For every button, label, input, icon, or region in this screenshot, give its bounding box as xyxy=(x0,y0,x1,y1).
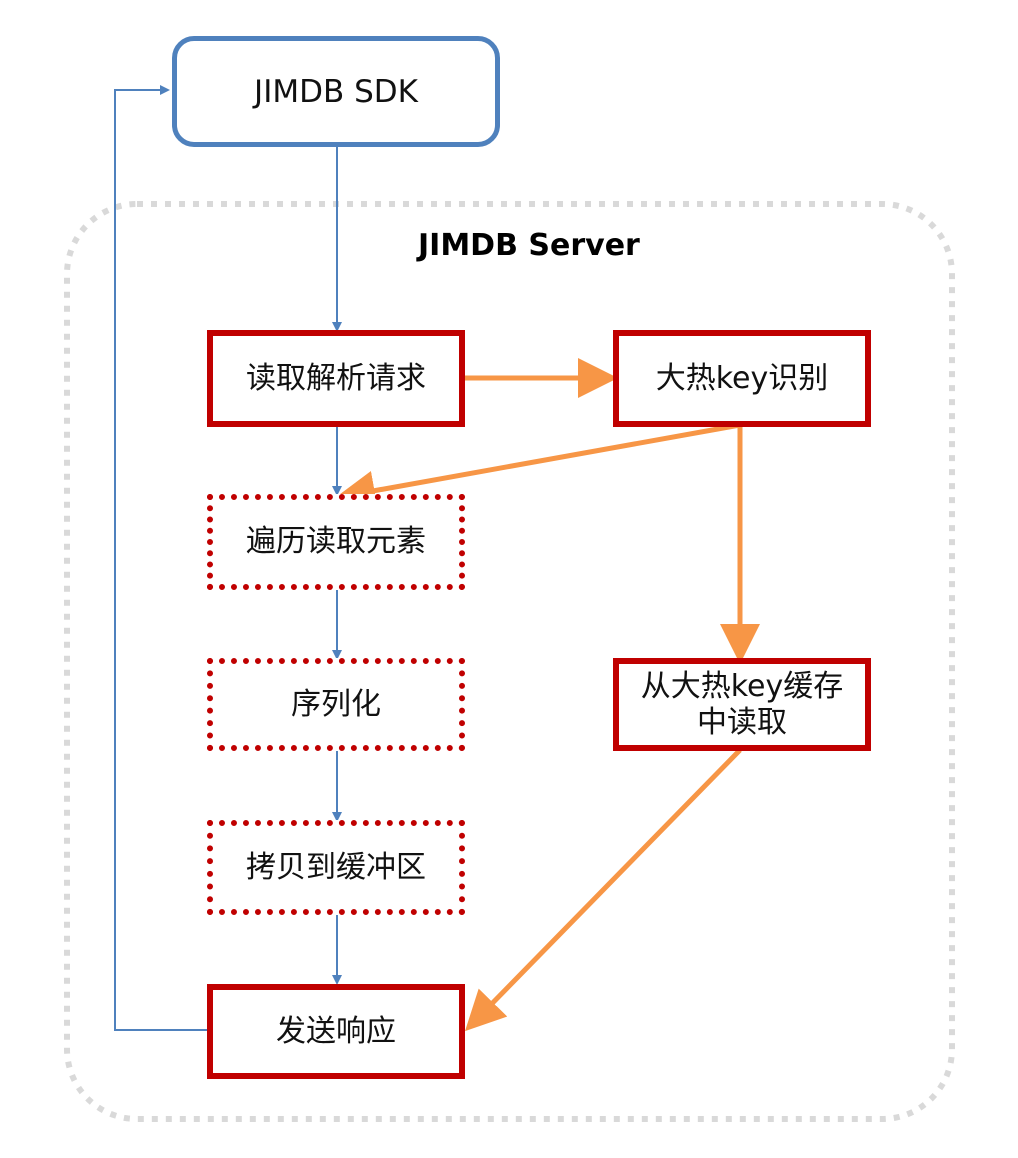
node-hotkey-detect-label: 大热key识别 xyxy=(655,360,829,396)
node-copy-to-buffer-label: 拷贝到缓冲区 xyxy=(246,849,426,885)
sdk-node: JIMDB SDK xyxy=(172,36,500,147)
sdk-label: JIMDB SDK xyxy=(254,73,418,110)
node-send-response-label: 发送响应 xyxy=(276,1013,396,1049)
node-read-hotkey-cache-label-line1: 从大热key缓存 xyxy=(640,668,844,704)
node-parse-request: 读取解析请求 xyxy=(207,330,465,427)
server-title: JIMDB Server xyxy=(418,228,640,263)
node-parse-request-label: 读取解析请求 xyxy=(246,360,426,396)
node-iterate-elements-label: 遍历读取元素 xyxy=(246,524,426,559)
node-hotkey-detect: 大热key识别 xyxy=(613,330,871,427)
node-copy-to-buffer: 拷贝到缓冲区 xyxy=(207,820,465,915)
node-iterate-elements: 遍历读取元素 xyxy=(207,494,465,590)
arrow-send-to-sdk xyxy=(114,85,208,1031)
node-read-hotkey-cache-label-line2: 中读取 xyxy=(697,704,787,740)
arrow-cache-to-send xyxy=(465,748,742,1032)
node-serialize: 序列化 xyxy=(207,658,465,751)
node-read-hotkey-cache: 从大热key缓存 中读取 xyxy=(613,658,871,751)
node-serialize-label: 序列化 xyxy=(291,686,381,722)
node-send-response: 发送响应 xyxy=(207,984,465,1079)
arrow-hotkey-detect-to-iterate xyxy=(335,422,741,511)
